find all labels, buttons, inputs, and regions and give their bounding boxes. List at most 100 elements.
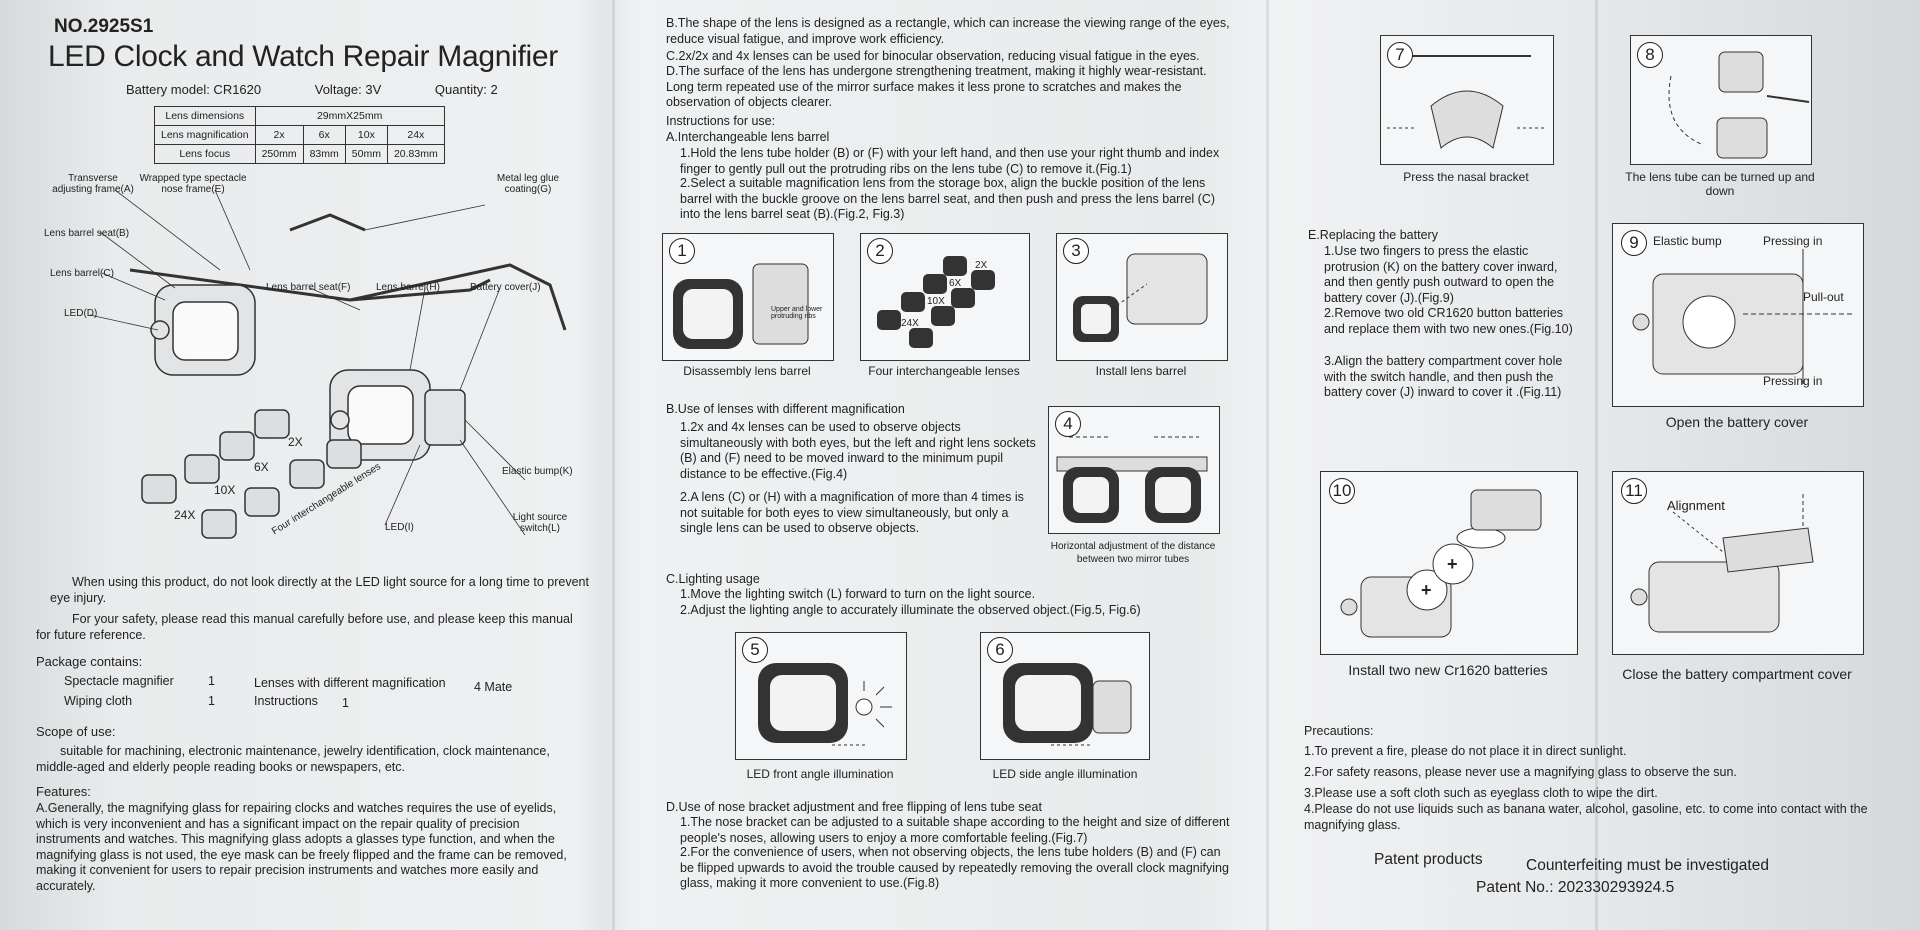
package-item-2: Lenses with different magnification (254, 676, 446, 690)
label-elastic-bump: Elastic bump (1653, 234, 1722, 248)
figure-number: 4 (1055, 411, 1081, 437)
plus-sign: + (1447, 554, 1458, 574)
figure-number: 11 (1621, 478, 1647, 504)
figure-11-caption: Close the battery compartment cover (1622, 666, 1852, 682)
plus-sign: + (1421, 580, 1432, 600)
figure-7-caption: Press the nasal bracket (1403, 170, 1529, 184)
page-title: LED Clock and Watch Repair Magnifier (48, 40, 558, 73)
magnifier-diagram (89, 189, 567, 539)
feature-b: B.The shape of the lens is designed as a… (666, 16, 1230, 46)
nose-bracket-icon (1387, 55, 1547, 149)
features-title: Features: (36, 784, 91, 799)
scope-text: suitable for machining, electronic maint… (36, 744, 550, 774)
patent-number: Patent No.: 202330293924.5 (1476, 879, 1675, 896)
section-a-step-1: 1.Hold the lens tube holder (B) or (F) w… (680, 146, 1220, 176)
label-10x: 10X (214, 483, 236, 497)
led-front-icon (758, 663, 892, 746)
figure-5: 5 (735, 632, 907, 760)
battery-model: Battery model: CR1620 (126, 82, 262, 97)
figure-6-caption: LED side angle illumination (992, 767, 1138, 781)
battery-cover-close-icon (1630, 494, 1814, 633)
figure-number: 10 (1329, 478, 1355, 504)
section-a-title: A.Interchangeable lens barrel (666, 130, 830, 144)
model-number: NO.2925S1 (54, 16, 154, 37)
figure-number: 8 (1637, 42, 1663, 68)
spec-label: Lens dimensions (154, 106, 256, 126)
flip-up-icon (1668, 51, 1810, 159)
patent-products: Patent products (1374, 851, 1483, 868)
figure-7: 7 (1380, 35, 1554, 165)
label-battery-cover: Battery cover(J) (470, 282, 541, 293)
package-item-3: Wiping cloth (64, 694, 133, 708)
label-barrel-seat-b: Lens barrel seat(B) (44, 228, 130, 239)
label-nose-frame: Wrapped type spectacle nose frame(E) (139, 173, 247, 195)
label-led-i: LED(I) (385, 522, 414, 533)
warning-eye: When using this product, do not look dir… (36, 575, 598, 606)
label-pressing-in-top: Pressing in (1763, 234, 1823, 248)
label-transverse-frame: Transverse adjusting frame(A) (52, 173, 134, 195)
label-barrel-h: Lens barrel(H) (376, 282, 440, 293)
figure-number: 5 (742, 637, 768, 663)
section-e-title: E.Replacing the battery (1308, 228, 1438, 242)
label-led-d: LED(D) (64, 308, 98, 319)
section-b-step-2: 2.A lens (C) or (H) with a magnification… (680, 490, 1024, 535)
feature-c: C.2x/2x and 4x lenses can be used for bi… (666, 49, 1200, 63)
label-pressing-in-bottom: Pressing in (1763, 374, 1823, 388)
spec-cell: 250mm (254, 144, 304, 164)
figure-3-caption: Install lens barrel (1095, 364, 1187, 378)
figure-10: 10 + + (1320, 471, 1578, 655)
label-24x: 24X (174, 508, 196, 522)
label-6x: 6X (949, 278, 962, 289)
package-item-1: Spectacle magnifier (64, 674, 174, 688)
label-10x: 10X (927, 296, 945, 307)
feature-a: A.Generally, the magnifying glass for re… (36, 801, 567, 893)
section-e-step-2: 2.Remove two old CR1620 button batteries… (1324, 306, 1573, 336)
spec-table: Lens dimensions 29mmX25mm Lens magnifica… (154, 106, 445, 164)
warning-text-1: When using this product, do not look dir… (50, 575, 589, 605)
figure-8-caption: The lens tube can be turned up and down (1625, 170, 1815, 198)
precaution-3: 3.Please use a soft cloth such as eyegla… (1304, 786, 1658, 800)
figure-5-caption: LED front angle illumination (746, 767, 894, 781)
label-24x: 24X (901, 318, 919, 329)
spec-label: Lens magnification (154, 125, 256, 145)
lens-set-icon (877, 256, 995, 348)
section-e-step-3: 3.Align the battery compartment cover ho… (1324, 354, 1563, 399)
package-qty-3: 1 (208, 694, 215, 708)
section-b-step-1: 1.2x and 4x lenses can be used to observ… (680, 420, 1036, 481)
label-elastic-bump: Elastic bump(K) (502, 466, 573, 477)
spec-cell: 24x (386, 125, 445, 145)
package-qty-4: 1 (342, 696, 349, 710)
label-barrel-c: Lens barrel(C) (50, 268, 114, 279)
warning-manual: For your safety, please read this manual… (36, 612, 584, 643)
label-2x: 2X (975, 260, 988, 271)
package-qty-2: 4 Mate (474, 680, 513, 694)
figure-number: 6 (987, 637, 1013, 663)
section-c-title: C.Lighting usage (666, 572, 760, 586)
package-title: Package contains: (36, 654, 143, 669)
figure-number: 7 (1387, 42, 1413, 68)
figure-number: 3 (1063, 238, 1089, 264)
figure-4-caption: Horizontal adjustment of the distance be… (1050, 541, 1216, 565)
figure-1: 1 Upper and lower protruding ribs (662, 233, 834, 361)
precaution-4: 4.Please do not use liquids such as bana… (1304, 802, 1868, 832)
warning-text-2: For your safety, please read this manual… (36, 612, 573, 642)
spec-cell: 50mm (344, 144, 388, 164)
label-barrel-seat-f: Lens barrel seat(F) (266, 282, 351, 293)
label-6x: 6X (254, 460, 269, 474)
figure-note: Upper and lower protruding ribs (771, 306, 823, 320)
figure-6: 6 (980, 632, 1150, 760)
figure-9-caption: Open the battery cover (1665, 414, 1809, 430)
lens-barrel-icon (673, 263, 809, 349)
label-pull-out: Pull-out (1803, 290, 1844, 304)
instructions-title: Instructions for use: (666, 114, 776, 128)
scope-title: Scope of use: (36, 724, 116, 739)
figure-8: 8 (1630, 35, 1812, 165)
section-d-step-2: 2.For the convenience of users, when not… (680, 845, 1229, 890)
package-item-4: Instructions (254, 694, 318, 708)
precautions-title: Precautions: (1304, 724, 1374, 738)
section-b-title: B.Use of lenses with different magnifica… (666, 402, 905, 416)
spec-value: 29mmX25mm (254, 106, 445, 126)
figure-number: 2 (867, 238, 893, 264)
section-a-step-2: 2.Select a suitable magnification lens f… (680, 176, 1216, 221)
